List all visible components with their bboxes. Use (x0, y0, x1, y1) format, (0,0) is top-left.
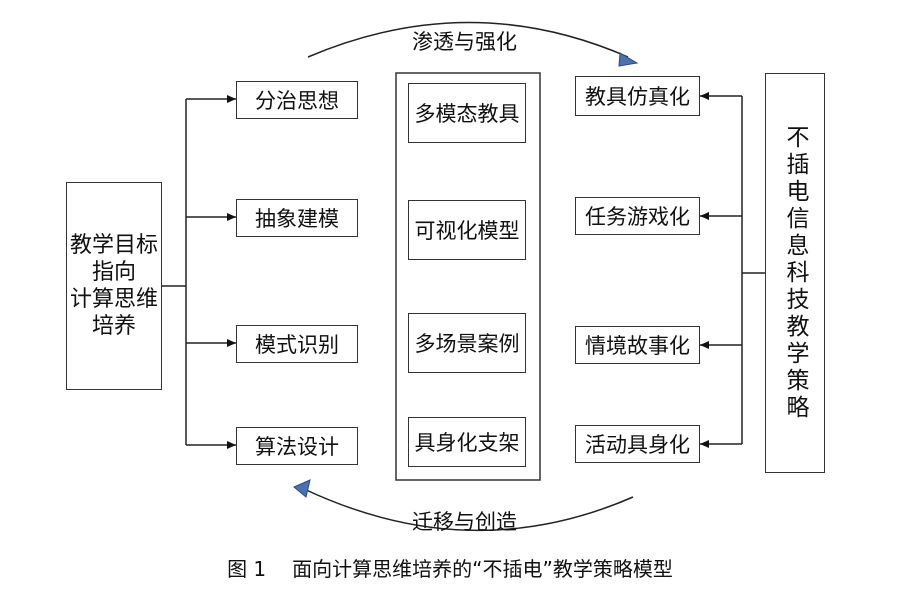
goal-box: 教学目标 指向 计算思维 培养 (66, 182, 162, 390)
bottom-arc-arrowhead (293, 479, 311, 498)
figure-number: 图 1 (227, 557, 267, 581)
center-column-frame (395, 72, 541, 481)
strategy-item-1: 教具仿真化 (575, 76, 700, 116)
top-arc-arrowhead (618, 52, 639, 67)
goal-line-1: 教学目标 (69, 233, 158, 258)
center-item-1: 多模态教具 (408, 83, 526, 143)
goal-line-3: 计算思维 (69, 287, 158, 312)
strategy-item-2: 任务游戏化 (575, 197, 700, 235)
center-item-2: 可视化模型 (408, 200, 526, 260)
thinking-item-2: 抽象建模 (236, 199, 358, 237)
figure-caption-text: 面向计算思维培养的“不插电”教学策略模型 (292, 557, 673, 581)
top-arc-label: 渗透与强化 (412, 30, 517, 54)
top-arc (307, 21, 629, 58)
goal-line-2: 指向 (91, 260, 136, 285)
figure-caption: 图 1 面向计算思维培养的“不插电”教学策略模型 (0, 553, 900, 582)
thinking-item-1: 分治思想 (236, 81, 358, 119)
bottom-arc (301, 487, 634, 532)
strategy-item-4: 活动具身化 (575, 425, 700, 463)
bottom-arc-label: 迁移与创造 (412, 510, 517, 534)
strategy-title-box: 不插电信息科技教学策略 (765, 73, 825, 473)
thinking-item-3: 模式识别 (236, 325, 358, 363)
goal-line-4: 培养 (91, 314, 136, 339)
center-item-4: 具身化支架 (408, 417, 526, 467)
center-item-3: 多场景案例 (408, 313, 526, 373)
strategy-item-3: 情境故事化 (575, 326, 700, 364)
thinking-item-4: 算法设计 (236, 427, 358, 465)
